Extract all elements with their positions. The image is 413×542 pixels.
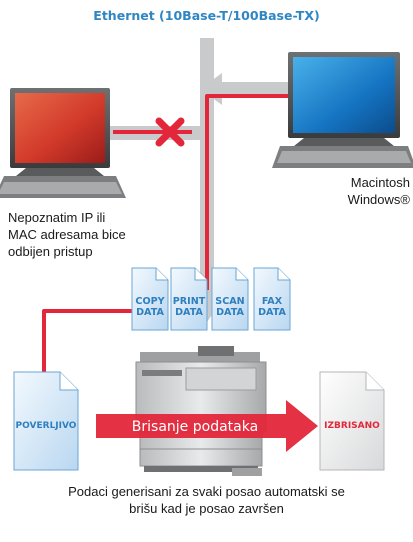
- document-icon: [319, 371, 385, 471]
- computer-monitor-icon: [0, 88, 126, 198]
- blocked-route: [113, 117, 192, 147]
- job-line: DATA: [136, 307, 164, 318]
- blocked-access-label: Nepoznatim IP ili MAC adresama bice odbi…: [8, 209, 178, 260]
- bottom-caption: Podaci generisani za svaki posao automat…: [0, 483, 413, 517]
- copy-data-label: COPY DATA: [132, 296, 168, 318]
- block-x-icon: [155, 117, 185, 147]
- os-label-line: Macintosh: [350, 175, 410, 190]
- document-icon: [13, 371, 79, 471]
- os-label: Macintosh Windows®: [330, 174, 410, 208]
- os-label-line: Windows®: [347, 192, 410, 207]
- job-line: DATA: [258, 307, 286, 318]
- copier-icon: [135, 346, 267, 476]
- blocked-label-line: MAC adresama bice: [8, 227, 126, 242]
- job-line: FAX: [261, 296, 283, 307]
- job-line: SCAN: [215, 296, 245, 307]
- computer-monitor-icon: [272, 52, 413, 168]
- caption-line: Podaci generisani za svaki posao automat…: [68, 484, 345, 499]
- document-icon: [170, 267, 208, 331]
- confidential-doc-label: POVERLJIVO: [15, 421, 77, 431]
- erase-action-label: Brisanje podataka: [131, 419, 259, 435]
- job-line: PRINT: [172, 296, 206, 307]
- erased-doc-label: IZBRISANO: [324, 421, 380, 431]
- blocked-label-line: odbijen pristup: [8, 244, 93, 259]
- scan-data-label: SCAN DATA: [212, 296, 248, 318]
- blocked-label-line: Nepoznatim IP ili: [8, 210, 106, 225]
- caption-line: brišu kad je posao završen: [129, 501, 284, 516]
- job-line: COPY: [135, 296, 165, 307]
- job-documents: [131, 267, 291, 331]
- print-data-label: PRINT DATA: [171, 296, 207, 318]
- document-icon: [131, 267, 169, 331]
- document-icon: [211, 267, 249, 331]
- fax-data-label: FAX DATA: [254, 296, 290, 318]
- job-line: DATA: [175, 307, 203, 318]
- network-title: Ethernet (10Base-T/100Base-TX): [93, 8, 320, 23]
- arrow-right-icon: [96, 400, 318, 452]
- document-icon: [253, 267, 291, 331]
- job-line: DATA: [216, 307, 244, 318]
